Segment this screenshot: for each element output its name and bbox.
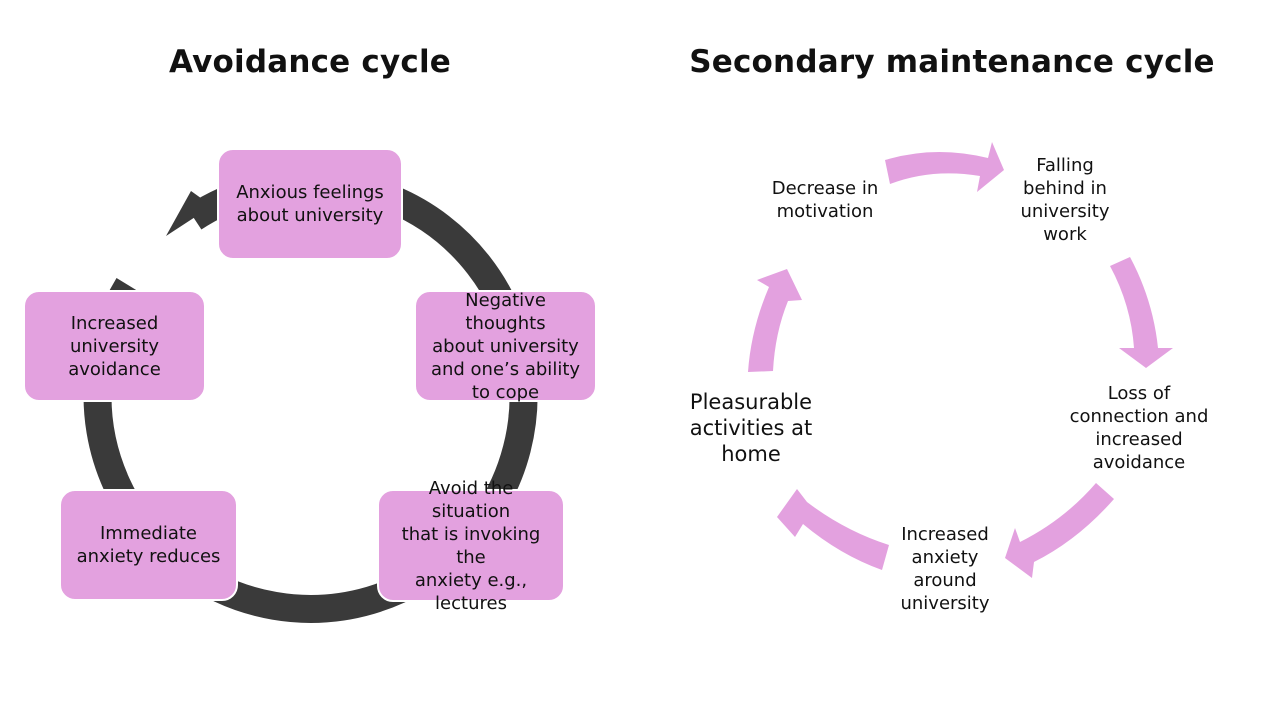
node-anxious-feelings: Anxious feelings about university [217,148,403,260]
node-loss-of-connection: Loss of connection and increased avoidan… [1069,383,1209,473]
node-decrease-motivation: Decrease in motivation [771,178,879,222]
node-negative-thoughts: Negative thoughts about university and o… [414,290,597,403]
arrow-motivation-to-falling-behind [885,142,1004,192]
arrow-loss-connection-to-increased-anxiety [1005,483,1114,578]
avoidance-ring-arrowhead [166,191,212,236]
node-pleasurable-activities: Pleasurable activities at home [689,390,813,466]
node-increased-anxiety: Increased anxiety around university [900,524,990,614]
maintenance-cycle-title: Secondary maintenance cycle [689,44,1215,80]
arrow-falling-behind-to-loss-connection [1110,257,1173,368]
node-falling-behind: Falling behind in university work [1020,155,1110,245]
avoidance-cycle-title: Avoidance cycle [169,44,451,80]
arrow-pleasurable-to-motivation [748,269,802,372]
node-anxiety-reduces: Immediate anxiety reduces [59,489,238,601]
arrow-increased-anxiety-to-pleasurable [777,489,889,570]
node-increased-avoidance: Increased university avoidance [23,290,206,402]
